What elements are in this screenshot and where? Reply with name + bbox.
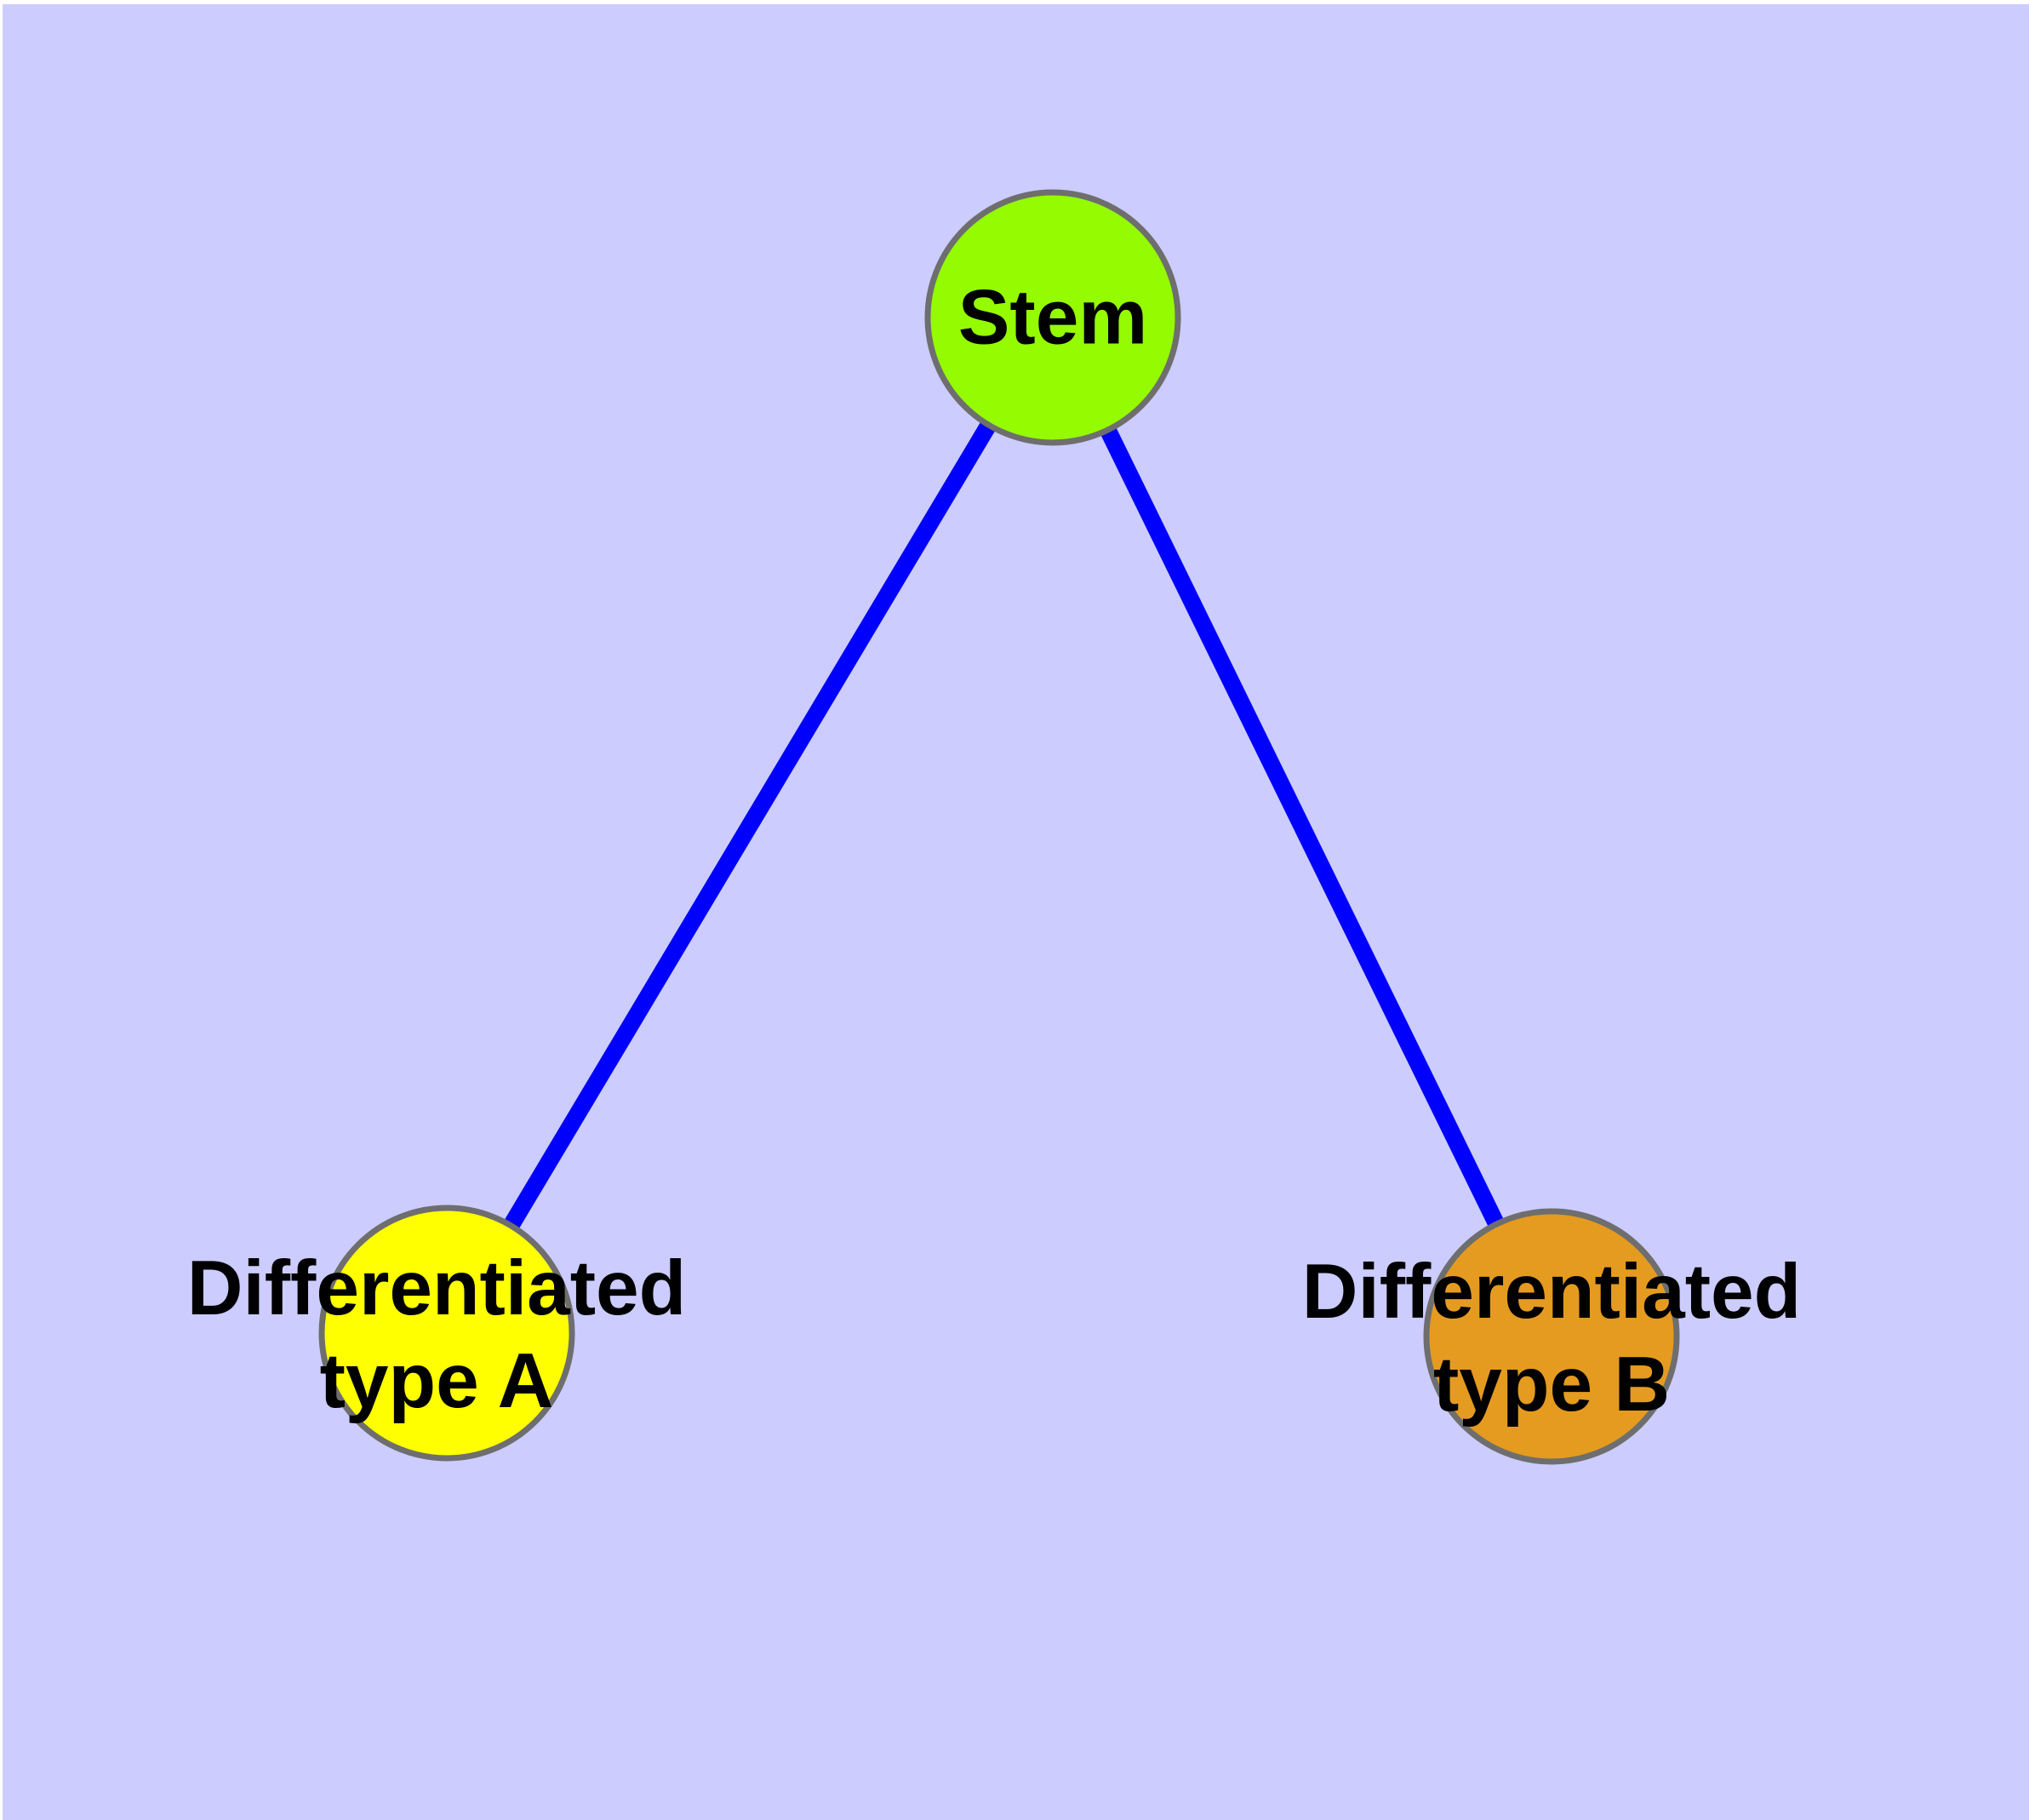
top-edge-highlight [0, 0, 2029, 4]
differentiated-type-b-node-circle [1423, 1208, 1680, 1465]
stem-node-circle [924, 189, 1181, 446]
differentiated-type-b-node-label: Differentiated type B [1302, 1245, 1802, 1431]
edge-stem-to-type-a [439, 312, 1060, 1338]
label-line-2: type A [319, 1338, 554, 1424]
differentiated-type-a-node-circle [318, 1205, 575, 1462]
left-edge-highlight [0, 0, 3, 1820]
label-line-1: Differentiated [186, 1245, 687, 1331]
label-line-1: Differentiated [1301, 1249, 1802, 1335]
label-line-2: type B [1432, 1342, 1671, 1428]
stem-node-label: Stem [957, 274, 1148, 361]
differentiated-type-a-node-label: Differentiated type A [187, 1242, 687, 1428]
edge-stem-to-type-b [1045, 313, 1559, 1341]
